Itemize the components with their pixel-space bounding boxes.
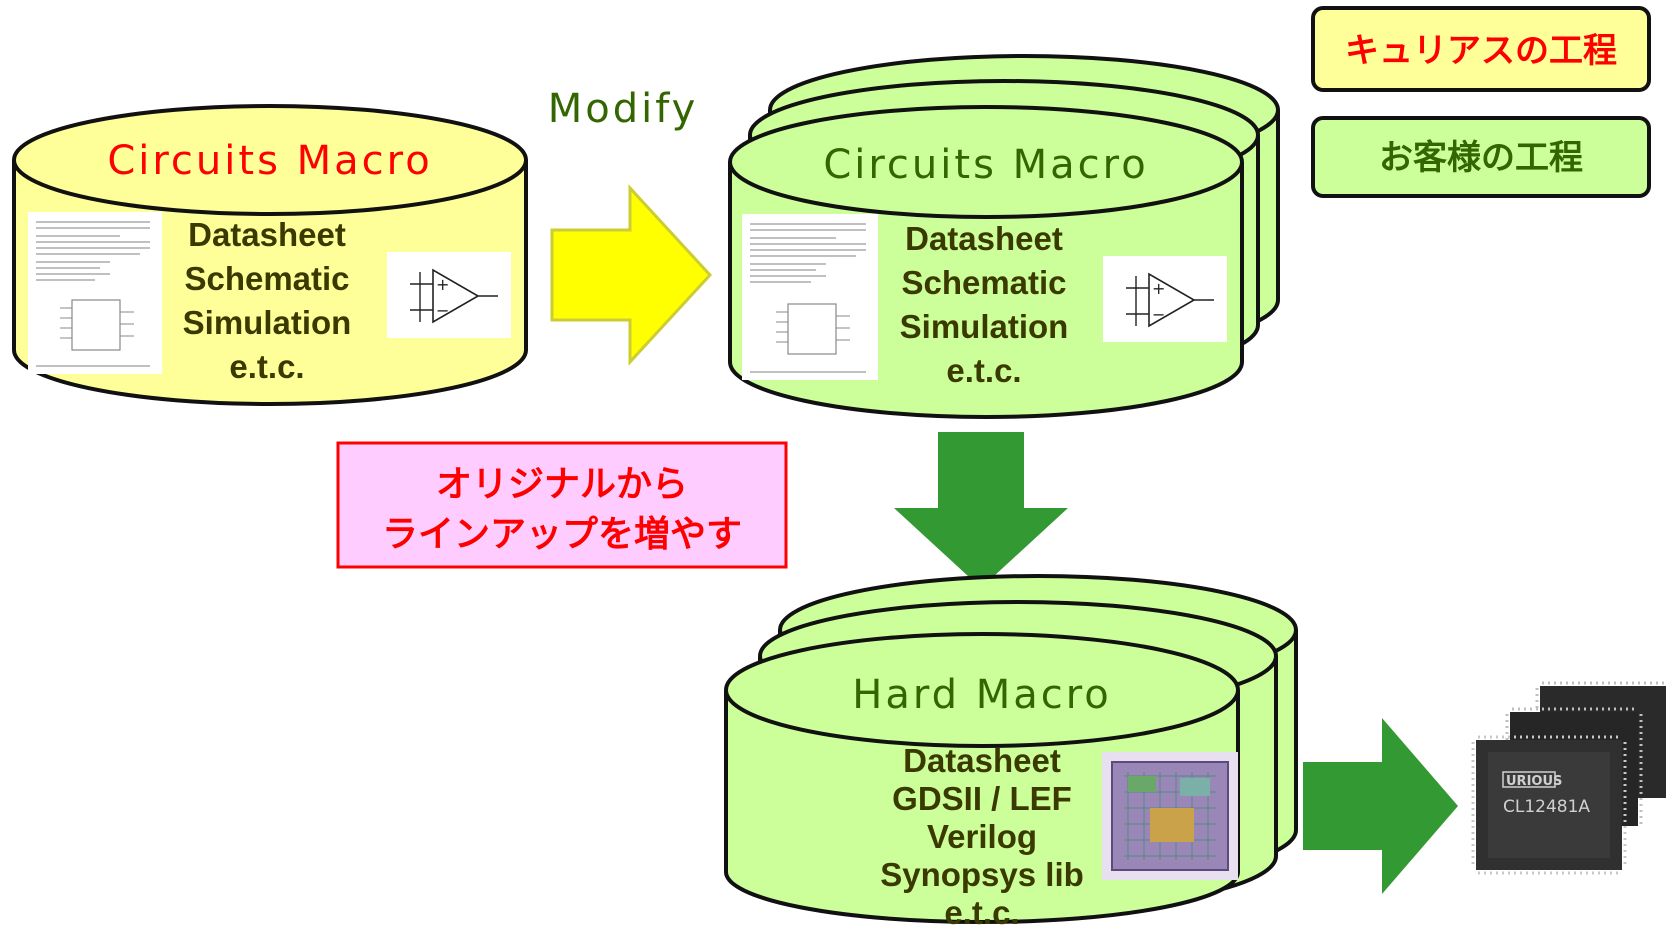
original-macro-item: Datasheet	[188, 216, 346, 253]
original-macro-title: Circuits Macro	[107, 138, 432, 184]
hard-macro-stack: Hard Macro Datasheet GDSII / LEF Verilog…	[724, 574, 1298, 931]
modify-label: Modify	[548, 86, 699, 132]
modified-macro-item: e.t.c.	[946, 352, 1021, 389]
original-macro-item: Simulation	[183, 304, 352, 341]
svg-text:−: −	[1152, 305, 1165, 324]
svg-text:+: +	[1152, 279, 1165, 298]
hard-macro-item: Datasheet	[903, 742, 1061, 779]
hard-macro-item: e.t.c.	[944, 894, 1019, 931]
original-macro-item: Schematic	[184, 260, 349, 297]
lineup-note-line2: ラインアップを増やす	[382, 514, 742, 555]
modified-macro-item: Datasheet	[905, 220, 1063, 257]
chip-part-number: CL12481A	[1503, 797, 1590, 817]
chip-package-front: URIOUS CL12481A	[1471, 735, 1627, 875]
chip-layout-image	[1102, 752, 1238, 880]
chip-package-image: URIOUS CL12481A	[1471, 681, 1666, 875]
opamp-icon: + −	[387, 252, 511, 338]
hard-macro-item: Synopsys lib	[880, 856, 1084, 893]
legend-customer-label: お客様の工程	[1379, 138, 1583, 178]
opamp-icon: + −	[1103, 256, 1227, 342]
chip-brand-marking: URIOUS	[1506, 774, 1562, 789]
datasheet-thumbnail	[742, 214, 878, 380]
legend-customer-process: お客様の工程	[1311, 116, 1651, 198]
original-circuits-macro-cylinder: Circuits Macro	[12, 104, 528, 406]
svg-text:−: −	[436, 301, 449, 320]
original-macro-item: e.t.c.	[229, 348, 304, 385]
modified-macro-title: Circuits Macro	[823, 142, 1148, 188]
lineup-note-line1: オリジナルから	[436, 464, 688, 505]
right-arrow	[1303, 718, 1458, 894]
modified-circuits-macro-stack: Circuits Macro	[728, 54, 1280, 419]
hard-macro-item: GDSII / LEF	[892, 780, 1072, 817]
modify-arrow	[550, 184, 713, 366]
hard-macro-item: Verilog	[927, 818, 1037, 855]
modified-macro-item: Simulation	[900, 308, 1069, 345]
legend-curious-label: キュリアスの工程	[1345, 31, 1617, 71]
down-arrow	[894, 432, 1068, 588]
svg-text:+: +	[436, 275, 449, 294]
datasheet-thumbnail	[28, 212, 162, 374]
lineup-note: オリジナルから ラインアップを増やす	[336, 441, 788, 569]
modified-macro-item: Schematic	[901, 264, 1066, 301]
hard-macro-title: Hard Macro	[852, 672, 1112, 718]
legend-curious-process: キュリアスの工程	[1311, 6, 1651, 92]
